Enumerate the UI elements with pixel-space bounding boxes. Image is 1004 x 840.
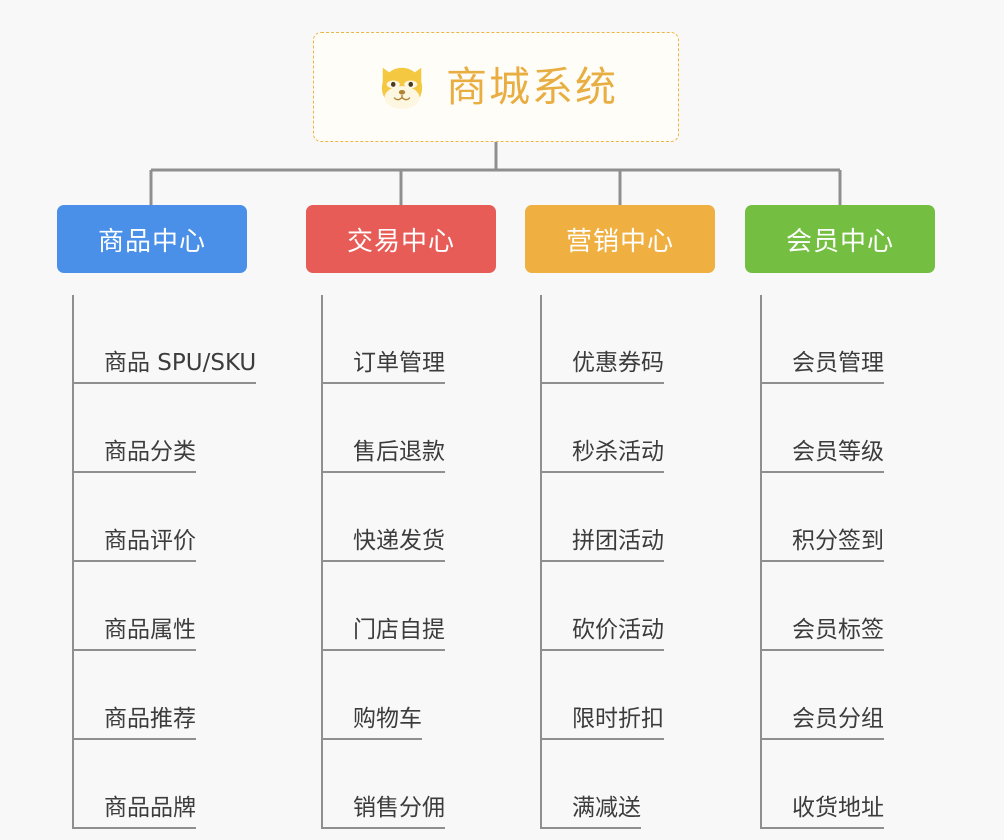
leaf-item-label: 会员标签 [760,616,884,651]
leaf-item[interactable]: 优惠券码 [540,295,745,384]
leaf-item-label: 商品品牌 [72,794,196,829]
leaf-item-label: 售后退款 [321,438,445,473]
category-column-product-center: 商品中心 商品 SPU/SKU 商品分类商品评价商品属性商品推荐商品品牌 [57,205,277,829]
leaf-item-label: 商品推荐 [72,705,196,740]
leaf-item[interactable]: 商品分类 [72,384,277,473]
leaf-item[interactable]: 收货地址 [760,740,965,829]
leaf-item-label: 商品评价 [72,527,196,562]
leaf-item[interactable]: 商品评价 [72,473,277,562]
leaf-item-label: 砍价活动 [540,616,664,651]
leaf-list-marketing-center: 优惠券码秒杀活动拼团活动砍价活动限时折扣满减送 [540,295,745,829]
category-column-trade-center: 交易中心 订单管理售后退款快递发货门店自提购物车销售分佣 [306,205,526,829]
category-header-member-center[interactable]: 会员中心 [745,205,935,273]
leaf-item-label: 拼团活动 [540,527,664,562]
leaf-item[interactable]: 订单管理 [321,295,526,384]
leaf-item-label: 积分签到 [760,527,884,562]
leaf-item[interactable]: 商品 SPU/SKU [72,295,277,384]
leaf-item[interactable]: 快递发货 [321,473,526,562]
leaf-item[interactable]: 积分签到 [760,473,965,562]
leaf-list-member-center: 会员管理会员等级积分签到会员标签会员分组收货地址 [760,295,965,829]
leaf-list-product-center: 商品 SPU/SKU 商品分类商品评价商品属性商品推荐商品品牌 [72,295,277,829]
leaf-item-label: 秒杀活动 [540,438,664,473]
leaf-item-label: 会员管理 [760,349,884,384]
leaf-item[interactable]: 商品属性 [72,562,277,651]
leaf-item-label: 优惠券码 [540,349,664,384]
leaf-item[interactable]: 会员管理 [760,295,965,384]
category-header-product-center[interactable]: 商品中心 [57,205,247,273]
leaf-item[interactable]: 门店自提 [321,562,526,651]
leaf-item[interactable]: 销售分佣 [321,740,526,829]
trunk-line [760,295,762,829]
leaf-item-label: 限时折扣 [540,705,664,740]
leaf-item[interactable]: 限时折扣 [540,651,745,740]
leaf-item-label: 收货地址 [760,794,884,829]
root-title: 商城系统 [446,62,618,111]
category-column-marketing-center: 营销中心 优惠券码秒杀活动拼团活动砍价活动限时折扣满减送 [525,205,745,829]
leaf-item[interactable]: 砍价活动 [540,562,745,651]
leaf-item-label: 商品分类 [72,438,196,473]
category-header-label-member-center: 会员中心 [785,226,894,257]
leaf-item-label: 会员分组 [760,705,884,740]
category-header-marketing-center[interactable]: 营销中心 [525,205,715,273]
leaf-item-label: 销售分佣 [321,794,445,829]
category-header-trade-center[interactable]: 交易中心 [306,205,496,273]
leaf-item[interactable]: 购物车 [321,651,526,740]
leaf-item-label: 商品属性 [72,616,196,651]
leaf-item[interactable]: 会员标签 [760,562,965,651]
leaf-item[interactable]: 拼团活动 [540,473,745,562]
trunk-line [321,295,323,829]
leaf-item[interactable]: 会员等级 [760,384,965,473]
leaf-list-trade-center: 订单管理售后退款快递发货门店自提购物车销售分佣 [321,295,526,829]
category-header-label-marketing-center: 营销中心 [565,226,674,257]
leaf-item-label: 会员等级 [760,438,884,473]
leaf-item[interactable]: 售后退款 [321,384,526,473]
leaf-item[interactable]: 满减送 [540,740,745,829]
leaf-item-label: 购物车 [321,705,422,740]
leaf-item[interactable]: 商品推荐 [72,651,277,740]
leaf-item[interactable]: 会员分组 [760,651,965,740]
category-header-label-product-center: 商品中心 [97,226,206,257]
leaf-item[interactable]: 商品品牌 [72,740,277,829]
leaf-item-label: 商品 SPU/SKU [72,349,257,384]
root-node[interactable]: 商城系统 [313,32,679,142]
trunk-line [540,295,542,829]
category-header-label-trade-center: 交易中心 [346,226,455,257]
leaf-item[interactable]: 秒杀活动 [540,384,745,473]
leaf-item-label: 满减送 [540,794,641,829]
trunk-line [72,295,74,829]
leaf-item-label: 订单管理 [321,349,445,384]
category-column-member-center: 会员中心 会员管理会员等级积分签到会员标签会员分组收货地址 [745,205,965,829]
leaf-item-label: 门店自提 [321,616,445,651]
leaf-item-label: 快递发货 [321,527,445,562]
dog-face-icon [381,67,423,110]
